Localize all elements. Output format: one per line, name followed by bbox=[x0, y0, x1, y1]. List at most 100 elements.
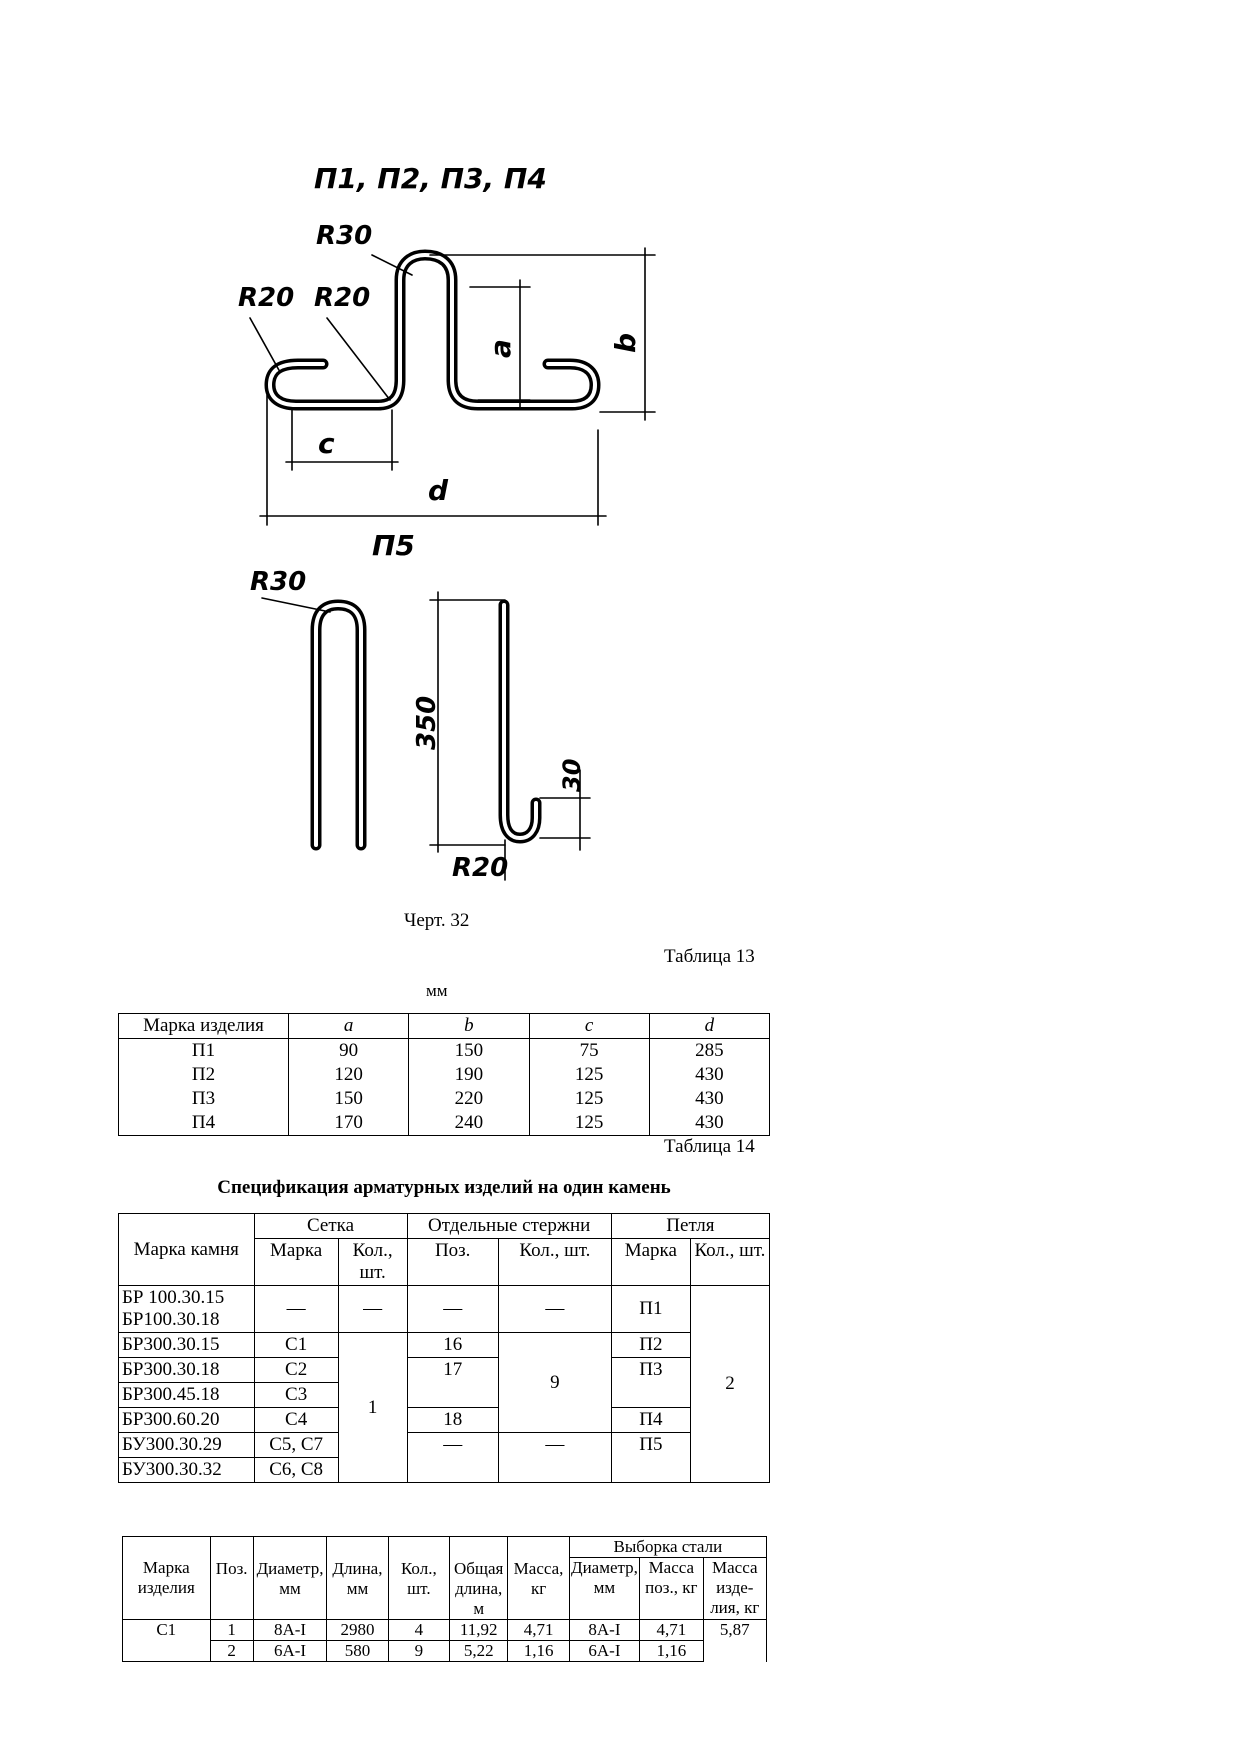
t14-stone: БР300.30.15 bbox=[118, 1332, 255, 1358]
t14-stone: БР300.60.20 bbox=[118, 1407, 255, 1433]
t15-cell: 5,22 bbox=[449, 1640, 509, 1662]
t14-header-mesh: Сетка bbox=[253, 1213, 408, 1239]
t14-stone: БУ300.30.29 bbox=[118, 1432, 255, 1458]
t13-cell: 125 bbox=[528, 1063, 650, 1087]
dimension-lines-p5 bbox=[261, 591, 591, 881]
t13-cell: 220 bbox=[408, 1087, 530, 1111]
t14-loop-qty: 2 bbox=[689, 1285, 771, 1483]
t14-rod-pos: 17 bbox=[406, 1357, 499, 1408]
dimension-lines-p1-p4 bbox=[249, 247, 656, 526]
t13-header-mark: Марка изделия bbox=[118, 1013, 289, 1039]
table-row: П3 150 220 125 430 bbox=[118, 1087, 771, 1111]
t14-header-rods: Отдельные стержни bbox=[406, 1213, 612, 1239]
t14-loop-mark: П2 bbox=[610, 1332, 691, 1358]
t13-cell: 75 bbox=[528, 1038, 650, 1063]
t15-header-mark: Марка изделия bbox=[122, 1536, 211, 1620]
t15-header-mass: Масса, кг bbox=[507, 1536, 570, 1620]
t13-cell: П1 bbox=[118, 1038, 289, 1063]
t15-cell: 1,16 bbox=[639, 1640, 704, 1662]
t15-header-qty: Кол., шт. bbox=[387, 1536, 451, 1620]
t15-header-sel-diameter: Диаметр, мм bbox=[568, 1557, 641, 1620]
t13-header-c: c bbox=[528, 1013, 650, 1039]
t15-header-diameter: Диаметр, мм bbox=[252, 1536, 328, 1620]
t14-mesh-mark: — bbox=[253, 1285, 339, 1333]
t15-cell: 4,71 bbox=[639, 1619, 704, 1641]
t14-stone: БР300.45.18 bbox=[118, 1382, 255, 1408]
rod-p1-p4-shape bbox=[264, 249, 601, 411]
t15-header-sel-mass-item: Масса изде-лия, кг bbox=[702, 1557, 768, 1620]
table-row: БУ300.30.32 С6, С8 bbox=[118, 1457, 770, 1483]
t14-rod-qty: — bbox=[497, 1285, 612, 1333]
t15-cell: 6А-I bbox=[252, 1640, 328, 1662]
t15-cell: 8А-I bbox=[568, 1619, 641, 1641]
t14-stone: БУ300.30.32 bbox=[118, 1457, 255, 1483]
t14-mesh-mark: С2 bbox=[253, 1357, 339, 1383]
t14-loop-mark: П1 bbox=[610, 1285, 691, 1333]
radius-label-r30: R30 bbox=[316, 221, 372, 251]
t14-mesh-mark: С1 bbox=[253, 1332, 339, 1358]
table-row: П1 90 150 75 285 bbox=[118, 1038, 771, 1063]
t15-cell: 1 bbox=[209, 1619, 254, 1641]
t14-header-loop: Петля bbox=[610, 1213, 771, 1239]
t14-loop-mark: П3 bbox=[610, 1357, 691, 1408]
rod-p5-l-shape bbox=[498, 599, 542, 844]
t14-rod-pos: — bbox=[406, 1285, 499, 1333]
t15-header-sel-mass-pos: Масса поз., кг bbox=[639, 1557, 704, 1620]
t14-sub-mesh-qty: Кол., шт. bbox=[337, 1238, 408, 1286]
t15-cell: 5,87 bbox=[702, 1619, 768, 1662]
steel-spec-table: Марка изделия Поз. Диаметр, мм Длина, мм… bbox=[122, 1535, 768, 1662]
reinforcement-drawing: П1, П2, П3, П4 R30 R20 R20 a b c d П5 R3… bbox=[238, 162, 656, 883]
t13-cell: 125 bbox=[528, 1111, 650, 1136]
t13-header-b: b bbox=[408, 1013, 530, 1039]
t14-sub-loop-qty: Кол., шт. bbox=[689, 1238, 771, 1286]
dim-label-c: c bbox=[318, 427, 335, 460]
t14-rod-pos: 16 bbox=[406, 1332, 499, 1358]
t13-cell: 240 bbox=[408, 1111, 530, 1136]
t15-cell: 11,92 bbox=[449, 1619, 509, 1641]
t13-header-a: a bbox=[287, 1013, 410, 1039]
p5-dim-30-label: 30 bbox=[558, 759, 586, 792]
radius-label-r20-left: R20 bbox=[238, 283, 294, 313]
t13-cell: П2 bbox=[118, 1063, 289, 1087]
figure-caption: Черт. 32 bbox=[404, 910, 470, 931]
figure-top-label: П1, П2, П3, П4 bbox=[314, 162, 547, 195]
t15-cell: 580 bbox=[326, 1640, 389, 1662]
t14-header-stone: Марка камня bbox=[118, 1213, 255, 1286]
table-row: БР300.45.18 С3 bbox=[118, 1382, 770, 1408]
t13-cell: 90 bbox=[287, 1038, 410, 1063]
t14-loop-mark: П4 bbox=[610, 1407, 691, 1433]
table-14: Марка камня Сетка Отдельные стержни Петл… bbox=[118, 1213, 771, 1483]
t14-mesh-qty: — bbox=[337, 1285, 408, 1333]
table-row: С1 1 8А-I 2980 4 11,92 4,71 8А-I 4,71 5,… bbox=[122, 1619, 768, 1662]
t13-cell: 120 bbox=[287, 1063, 410, 1087]
table-row: БР 100.30.15 БР100.30.18 — — — — П1 2 bbox=[118, 1285, 771, 1483]
t13-cell: 190 bbox=[408, 1063, 530, 1087]
t14-sub-rod-pos: Поз. bbox=[406, 1238, 499, 1286]
table-row: БУ300.30.29 С5, С7 — — П5 bbox=[118, 1432, 770, 1483]
t14-rod-qty: 9 bbox=[497, 1332, 612, 1433]
t13-cell: 430 bbox=[648, 1087, 771, 1111]
table-row: БР300.60.20 С4 18 П4 bbox=[118, 1407, 770, 1433]
t15-header-total-length: Общая длина, м bbox=[449, 1536, 509, 1620]
table-row: БР300.30.18 С2 17 П3 bbox=[118, 1357, 770, 1408]
rod-p5-u-shape bbox=[310, 599, 367, 851]
t15-cell: 4,71 bbox=[507, 1619, 570, 1641]
t13-cell: 285 bbox=[648, 1038, 771, 1063]
t13-cell: 150 bbox=[287, 1087, 410, 1111]
t13-cell: П4 bbox=[118, 1111, 289, 1136]
p5-radius-bottom-label: R20 bbox=[452, 853, 508, 883]
t13-cell: П3 bbox=[118, 1087, 289, 1111]
t14-rod-qty: — bbox=[497, 1432, 612, 1483]
table13-label: Таблица 13 bbox=[664, 946, 755, 967]
t14-mesh-mark: С5, С7 bbox=[253, 1432, 339, 1458]
p5-radius-top-label: R30 bbox=[250, 567, 306, 597]
t15-header-steel-selection: Выборка стали bbox=[568, 1535, 768, 1559]
t15-cell: С1 bbox=[122, 1619, 211, 1662]
t14-rod-pos: — bbox=[406, 1432, 499, 1483]
t15-header-pos: Поз. bbox=[209, 1536, 254, 1620]
t15-cell: 1,16 bbox=[507, 1640, 570, 1662]
t14-mesh-qty: 1 bbox=[337, 1332, 408, 1483]
table-row: П2 120 190 125 430 bbox=[118, 1063, 771, 1087]
t15-cell: 9 bbox=[387, 1640, 451, 1662]
t15-cell: 8А-I bbox=[252, 1619, 328, 1641]
